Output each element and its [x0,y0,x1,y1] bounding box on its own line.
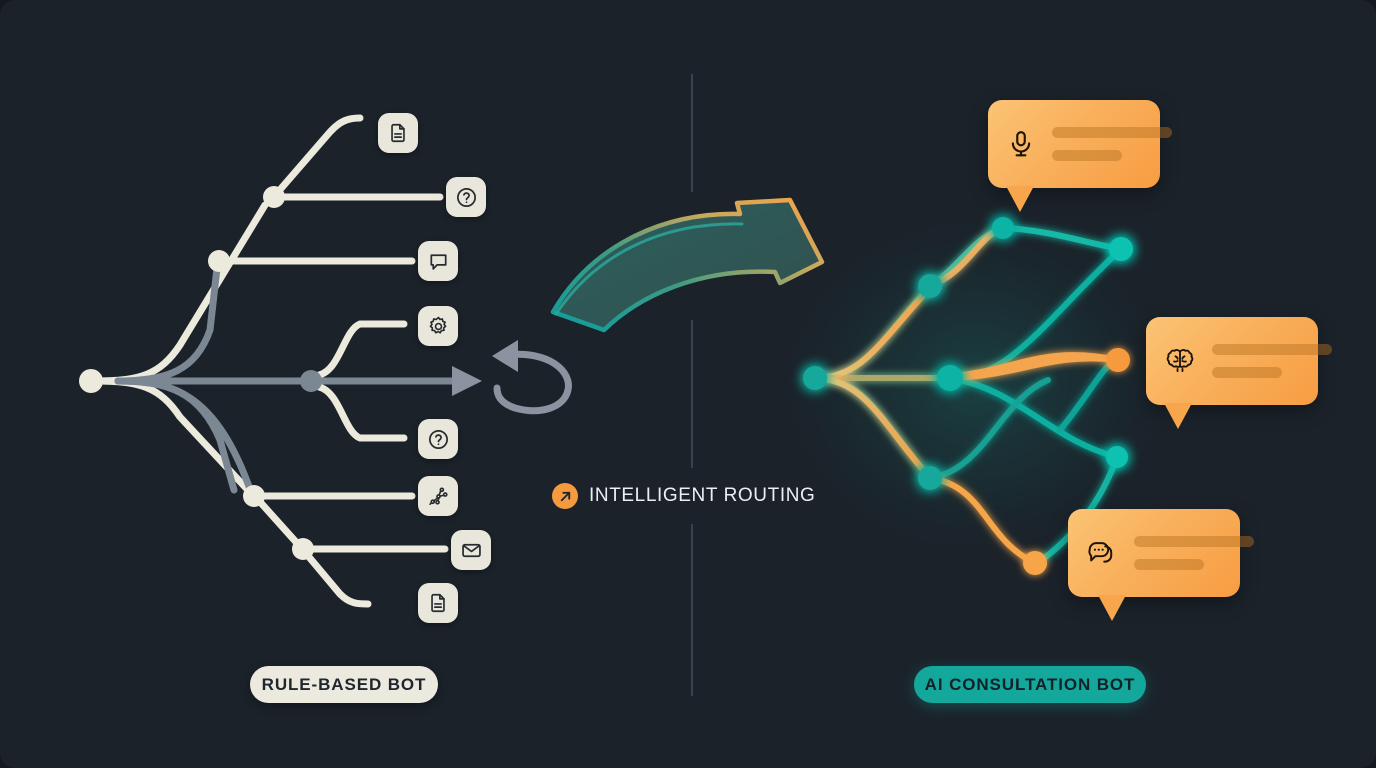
leaf-chip-question[interactable] [446,177,486,217]
bubble-text-placeholder [1052,127,1172,161]
leaf-chip-chat[interactable] [418,241,458,281]
intelligent-routing-label: INTELLIGENT ROUTING [552,483,815,509]
arrow-up-right-icon [552,483,578,509]
gear-icon [427,315,450,338]
question-icon [455,186,478,209]
document-icon [387,122,409,144]
sitemap-icon [427,485,450,508]
microphone-icon [1006,129,1036,159]
leaf-chip-gear[interactable] [418,306,458,346]
envelope-icon [460,539,483,562]
center-divider-segment [691,524,693,696]
center-divider-segment [691,320,693,468]
chat-dots-icon [1086,538,1118,568]
voice-bubble[interactable] [988,100,1172,212]
leaf-chip-document[interactable] [378,113,418,153]
loop-arrow-head [318,366,482,396]
reasoning-bubble[interactable] [1146,317,1332,429]
leaf-chip-envelope[interactable] [451,530,491,570]
chat-icon [427,250,450,273]
question-icon [427,428,450,451]
bubble-text-placeholder [1134,536,1254,570]
bubble-tail [1098,595,1126,621]
center-divider-segment [691,74,693,192]
leaf-chip-question-2[interactable] [418,419,458,459]
bubble-tail [1006,186,1034,212]
leaf-chip-sitemap[interactable] [418,476,458,516]
ai-consultation-bot-label[interactable]: AI CONSULTATION BOT [914,666,1146,703]
rule-based-bot-label[interactable]: RULE-BASED BOT [250,666,438,703]
routing-label-text: INTELLIGENT ROUTING [589,485,816,506]
bubble-tail [1164,403,1192,429]
document-icon [427,592,449,614]
dead-end-loop-icon [492,340,572,415]
tree-nodes [79,186,322,560]
bubble-text-placeholder [1212,344,1332,378]
conversation-bubble[interactable] [1068,509,1254,621]
leaf-chip-document-2[interactable] [418,583,458,623]
brain-icon [1164,346,1196,376]
